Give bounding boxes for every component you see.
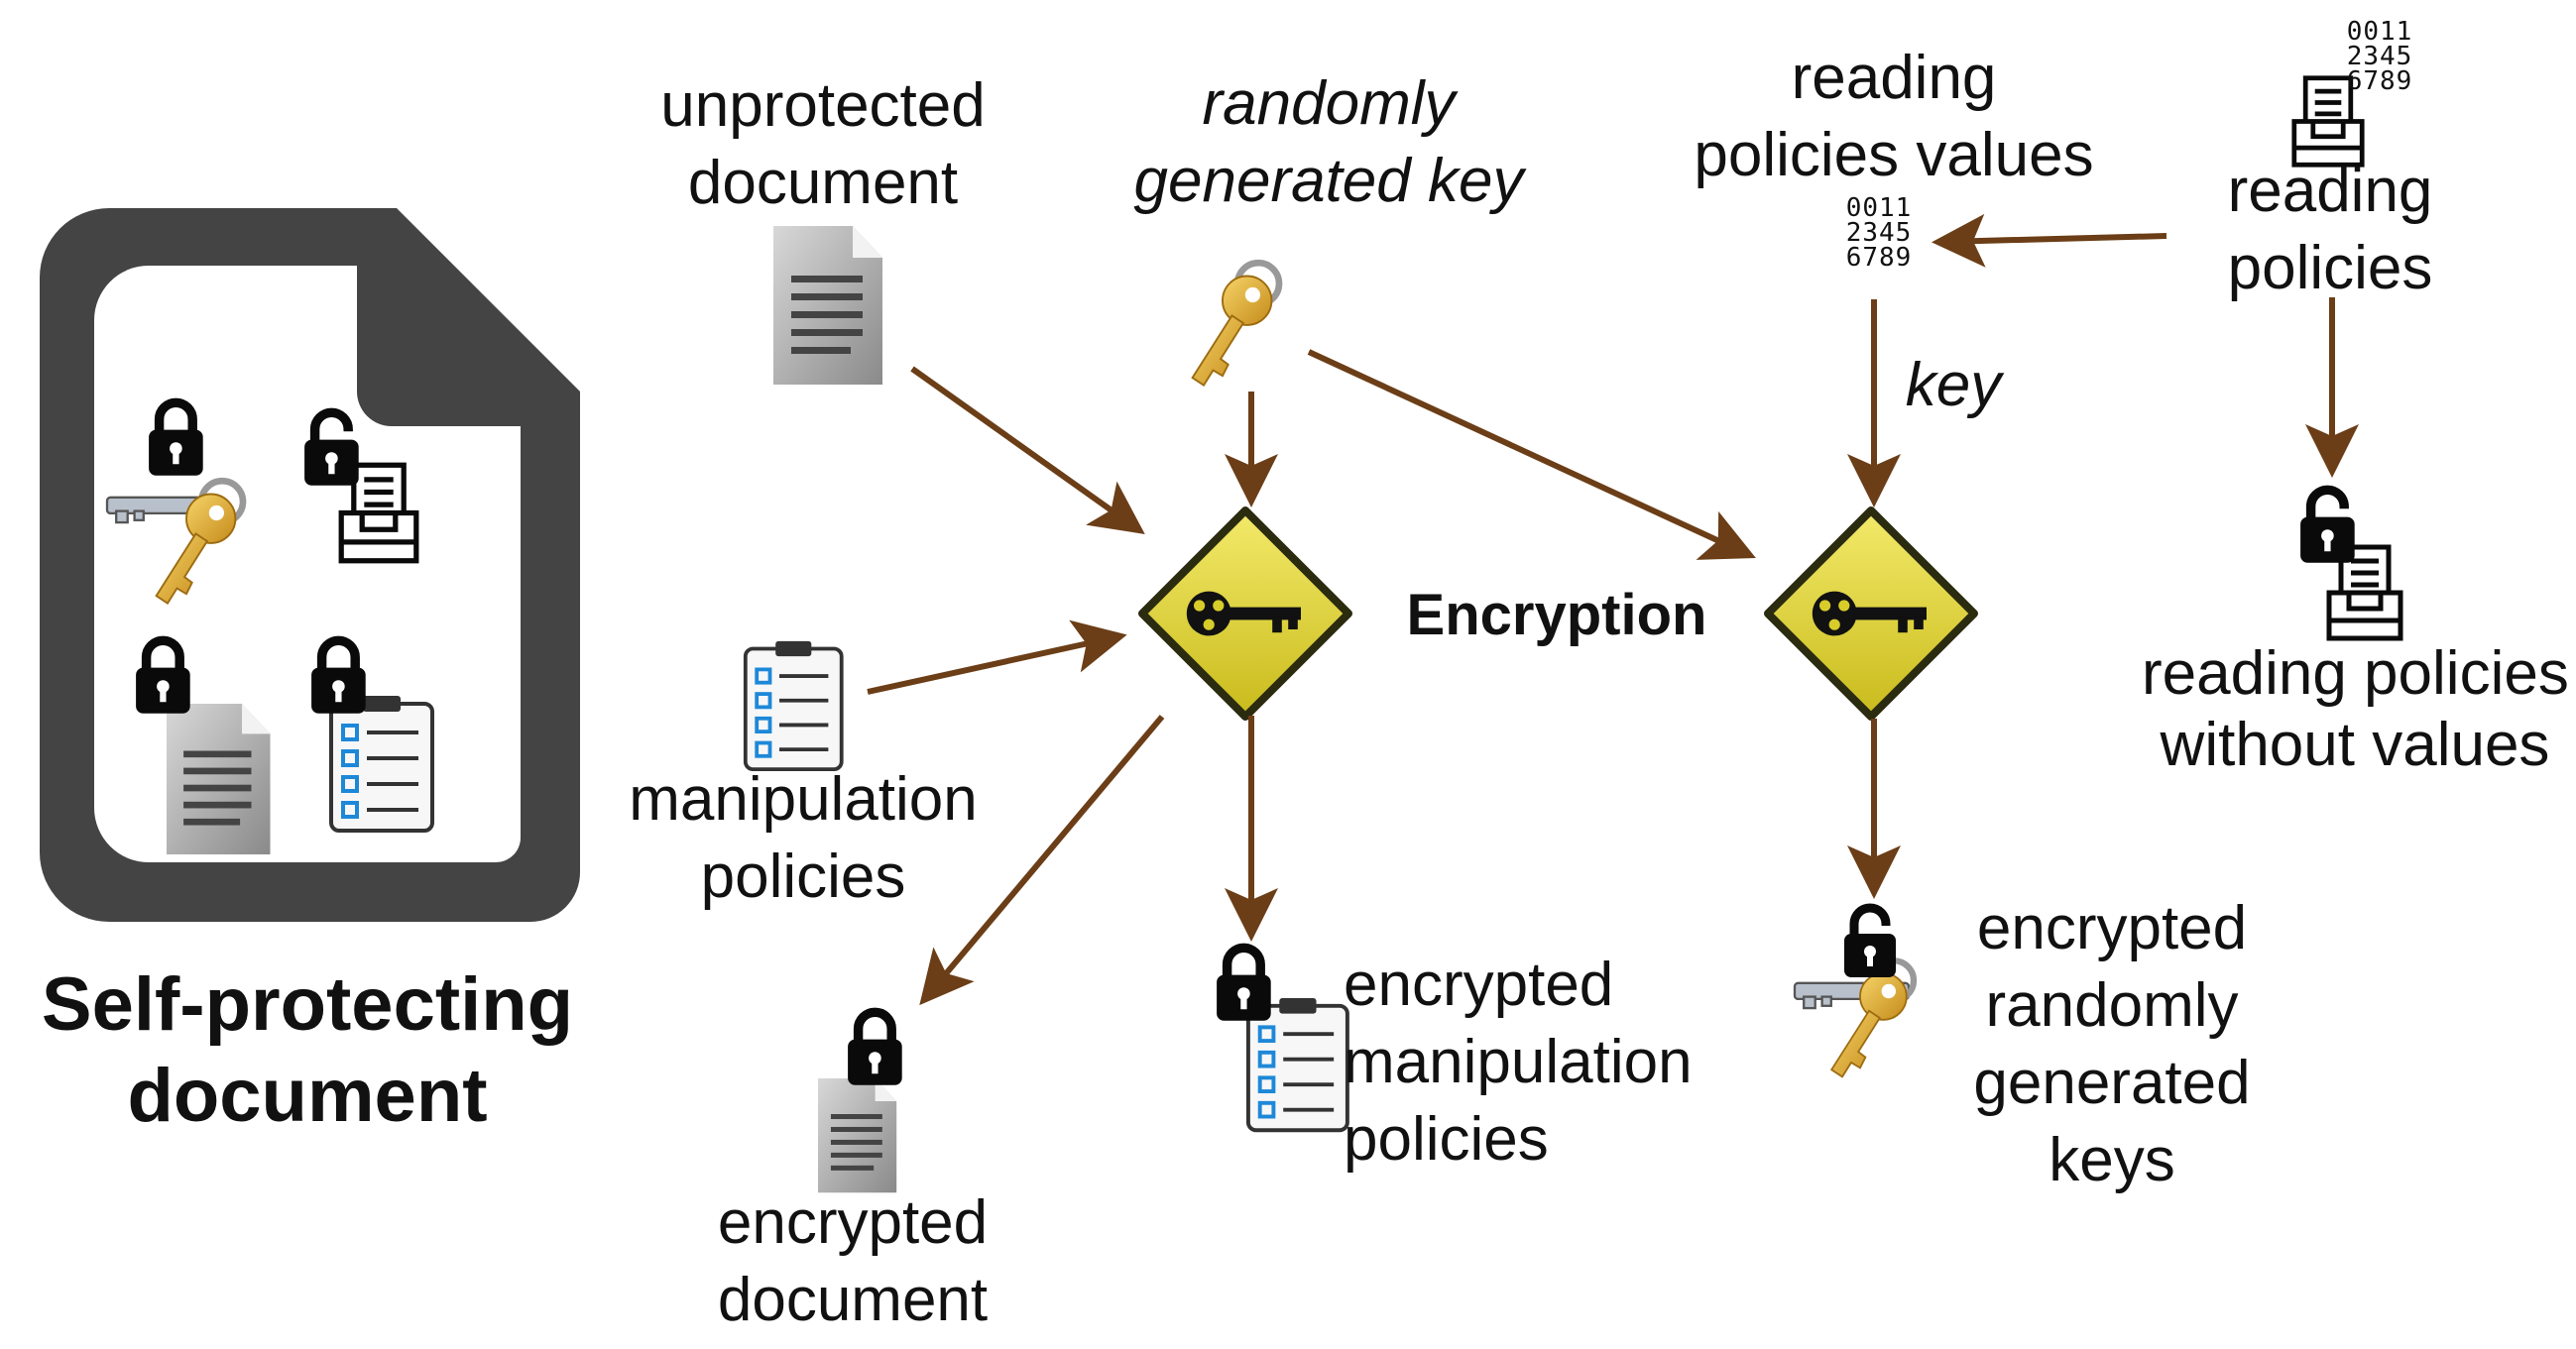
reading-values-grid: 0011 2345 6789 (1824, 193, 1933, 273)
encrypted-keys-icon (1793, 908, 1914, 1076)
label-line: policies (700, 843, 906, 911)
self-protecting-file-icon (40, 208, 580, 922)
manipulation-policies-icon (743, 639, 844, 772)
label-line: encrypted (1976, 894, 2248, 962)
arrow-key-to-encryption2 (1307, 349, 1756, 560)
reading-policies-grid: 0011 2345 6789 (2325, 17, 2434, 96)
label-line: generated (1973, 1049, 2251, 1117)
label-line: keys (2049, 1126, 2175, 1194)
label-line: randomly (1985, 971, 2239, 1040)
label-line: document (687, 149, 959, 217)
label-line: Encryption (1406, 583, 1707, 647)
arrow-manipulation-to-encryption (867, 619, 1127, 695)
grid-row: 0011 (1845, 193, 1913, 223)
label-line: reading policies (2142, 639, 2569, 708)
label-line: encrypted (717, 1188, 989, 1257)
grid-row: 2345 (2346, 42, 2413, 71)
label-line: randomly (1202, 69, 1456, 138)
encrypted-document-label: encrypted document (674, 1184, 1031, 1339)
title-line: Self-protecting (41, 962, 574, 1047)
label-line: document (717, 1266, 989, 1334)
arrow-document-to-encryption (910, 366, 1145, 534)
reading-policies-values-label: reading policies values (1666, 40, 2122, 194)
encrypted-keys-label: encrypted randomly generated keys (1943, 890, 2281, 1199)
label-line: manipulation (629, 765, 978, 834)
label-line: policies values (1694, 121, 2094, 189)
grid-row: 6789 (2346, 66, 2413, 96)
random-key-icon (1193, 263, 1279, 386)
reading-policies-label: reading policies (2201, 153, 2459, 307)
title-line: document (127, 1054, 488, 1138)
label-line: without values (2160, 711, 2550, 779)
encrypted-manipulation-icon (1217, 948, 1349, 1133)
flow-arrows (867, 213, 2359, 1006)
label-line: reading (2227, 157, 2433, 225)
label-line: generated key (1133, 147, 1524, 215)
encryption-diamond-2-icon (1768, 510, 1974, 717)
grid-row: 2345 (1845, 218, 1913, 248)
grid-row: 6789 (1845, 243, 1913, 273)
key-label: key (1894, 347, 2013, 424)
label-line: manipulation (1344, 1028, 1693, 1096)
label-line: reading (1791, 44, 1997, 112)
self-protecting-title: Self-protecting document (10, 959, 605, 1142)
label-line: policies (1344, 1105, 1549, 1174)
reading-policies-without-values-label: reading policies without values (2142, 638, 2569, 781)
unprotected-document-icon (773, 226, 882, 385)
label-line: encrypted (1344, 951, 1614, 1019)
encryption-label: Encryption (1388, 577, 1725, 654)
grid-row: 0011 (2346, 17, 2413, 47)
encrypted-manipulation-label: encrypted manipulation policies (1344, 947, 1740, 1179)
arrow-reading-to-values (1932, 213, 2167, 268)
label-line: policies (2227, 234, 2433, 302)
encryption-diamond-icon (1142, 510, 1348, 717)
label-line: unprotected (660, 71, 986, 140)
manipulation-policies-label: manipulation policies (595, 761, 1011, 916)
encrypted-document-icon (818, 1012, 902, 1193)
arrow-encryption-to-encrypted-document (919, 715, 1165, 1006)
unprotected-document-label: unprotected document (625, 67, 1021, 222)
reading-policies-without-values-icon (2300, 490, 2400, 638)
random-key-label: randomly generated key (1091, 65, 1567, 220)
label-line: key (1905, 351, 2002, 419)
